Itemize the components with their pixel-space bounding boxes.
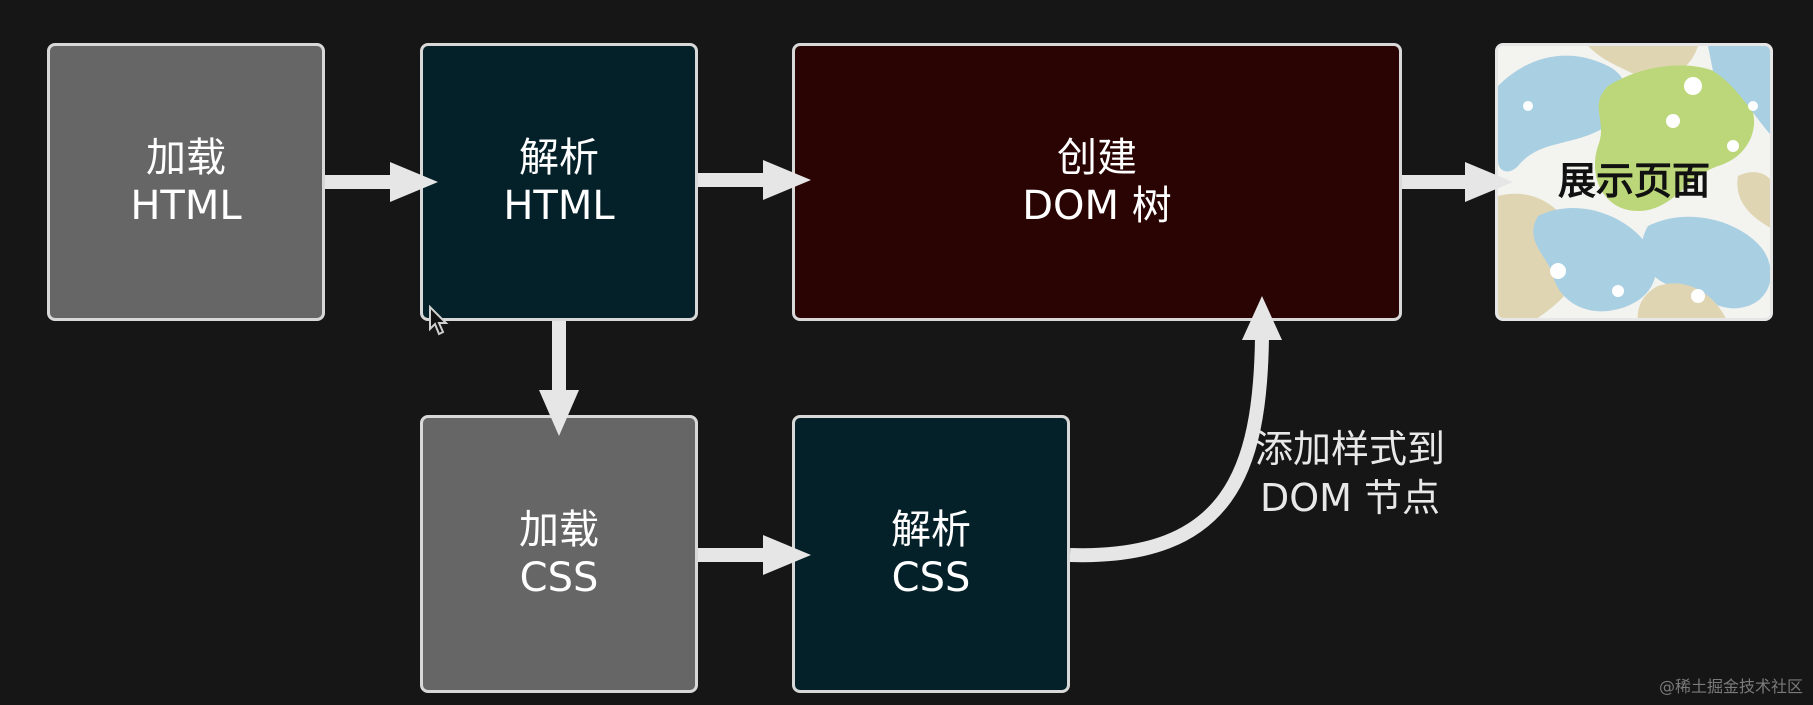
arrowhead-6 (1242, 296, 1282, 340)
load-html-label-line1: 加载 (146, 135, 226, 181)
arrowhead-4 (539, 390, 579, 436)
abstract-pattern-image (1498, 46, 1770, 318)
load-html-label-line2: HTML (130, 183, 242, 229)
mouse-pointer-icon (429, 305, 449, 336)
show-page-box: 展示页面 (1495, 43, 1773, 321)
annotation-line1: 添加样式到 (1255, 427, 1446, 471)
parse-css-label-line2: CSS (891, 555, 971, 601)
load-css-box: 加载 CSS (420, 415, 698, 693)
create-dom-label-line1: 创建 (1057, 135, 1137, 181)
create-dom-tree-box: 创建 DOM 树 (792, 43, 1402, 321)
arrowhead-2 (763, 160, 811, 200)
watermark: @稀土掘金技术社区 (1658, 677, 1803, 696)
arrowhead-3 (1465, 162, 1513, 202)
parse-css-box: 解析 CSS (792, 415, 1070, 693)
load-html-box: 加载 HTML (47, 43, 325, 321)
arrow-parse-css-to-create-dom (1069, 337, 1269, 563)
create-dom-label-line2: DOM 树 (1022, 183, 1172, 229)
parse-html-label-line2: HTML (503, 183, 615, 229)
load-css-label-line1: 加载 (519, 507, 599, 553)
show-page-label: 展示页面 (1557, 159, 1710, 204)
add-styles-annotation: 添加样式到 DOM 节点 (1255, 425, 1445, 524)
parse-html-label-line1: 解析 (519, 135, 599, 181)
parse-css-label-line1: 解析 (891, 507, 971, 553)
annotation-line2: DOM 节点 (1259, 476, 1441, 521)
parse-html-box: 解析 HTML (420, 43, 698, 321)
load-css-label-line2: CSS (519, 555, 599, 601)
arrowhead-5 (763, 535, 811, 575)
arrowhead-1 (390, 162, 438, 202)
